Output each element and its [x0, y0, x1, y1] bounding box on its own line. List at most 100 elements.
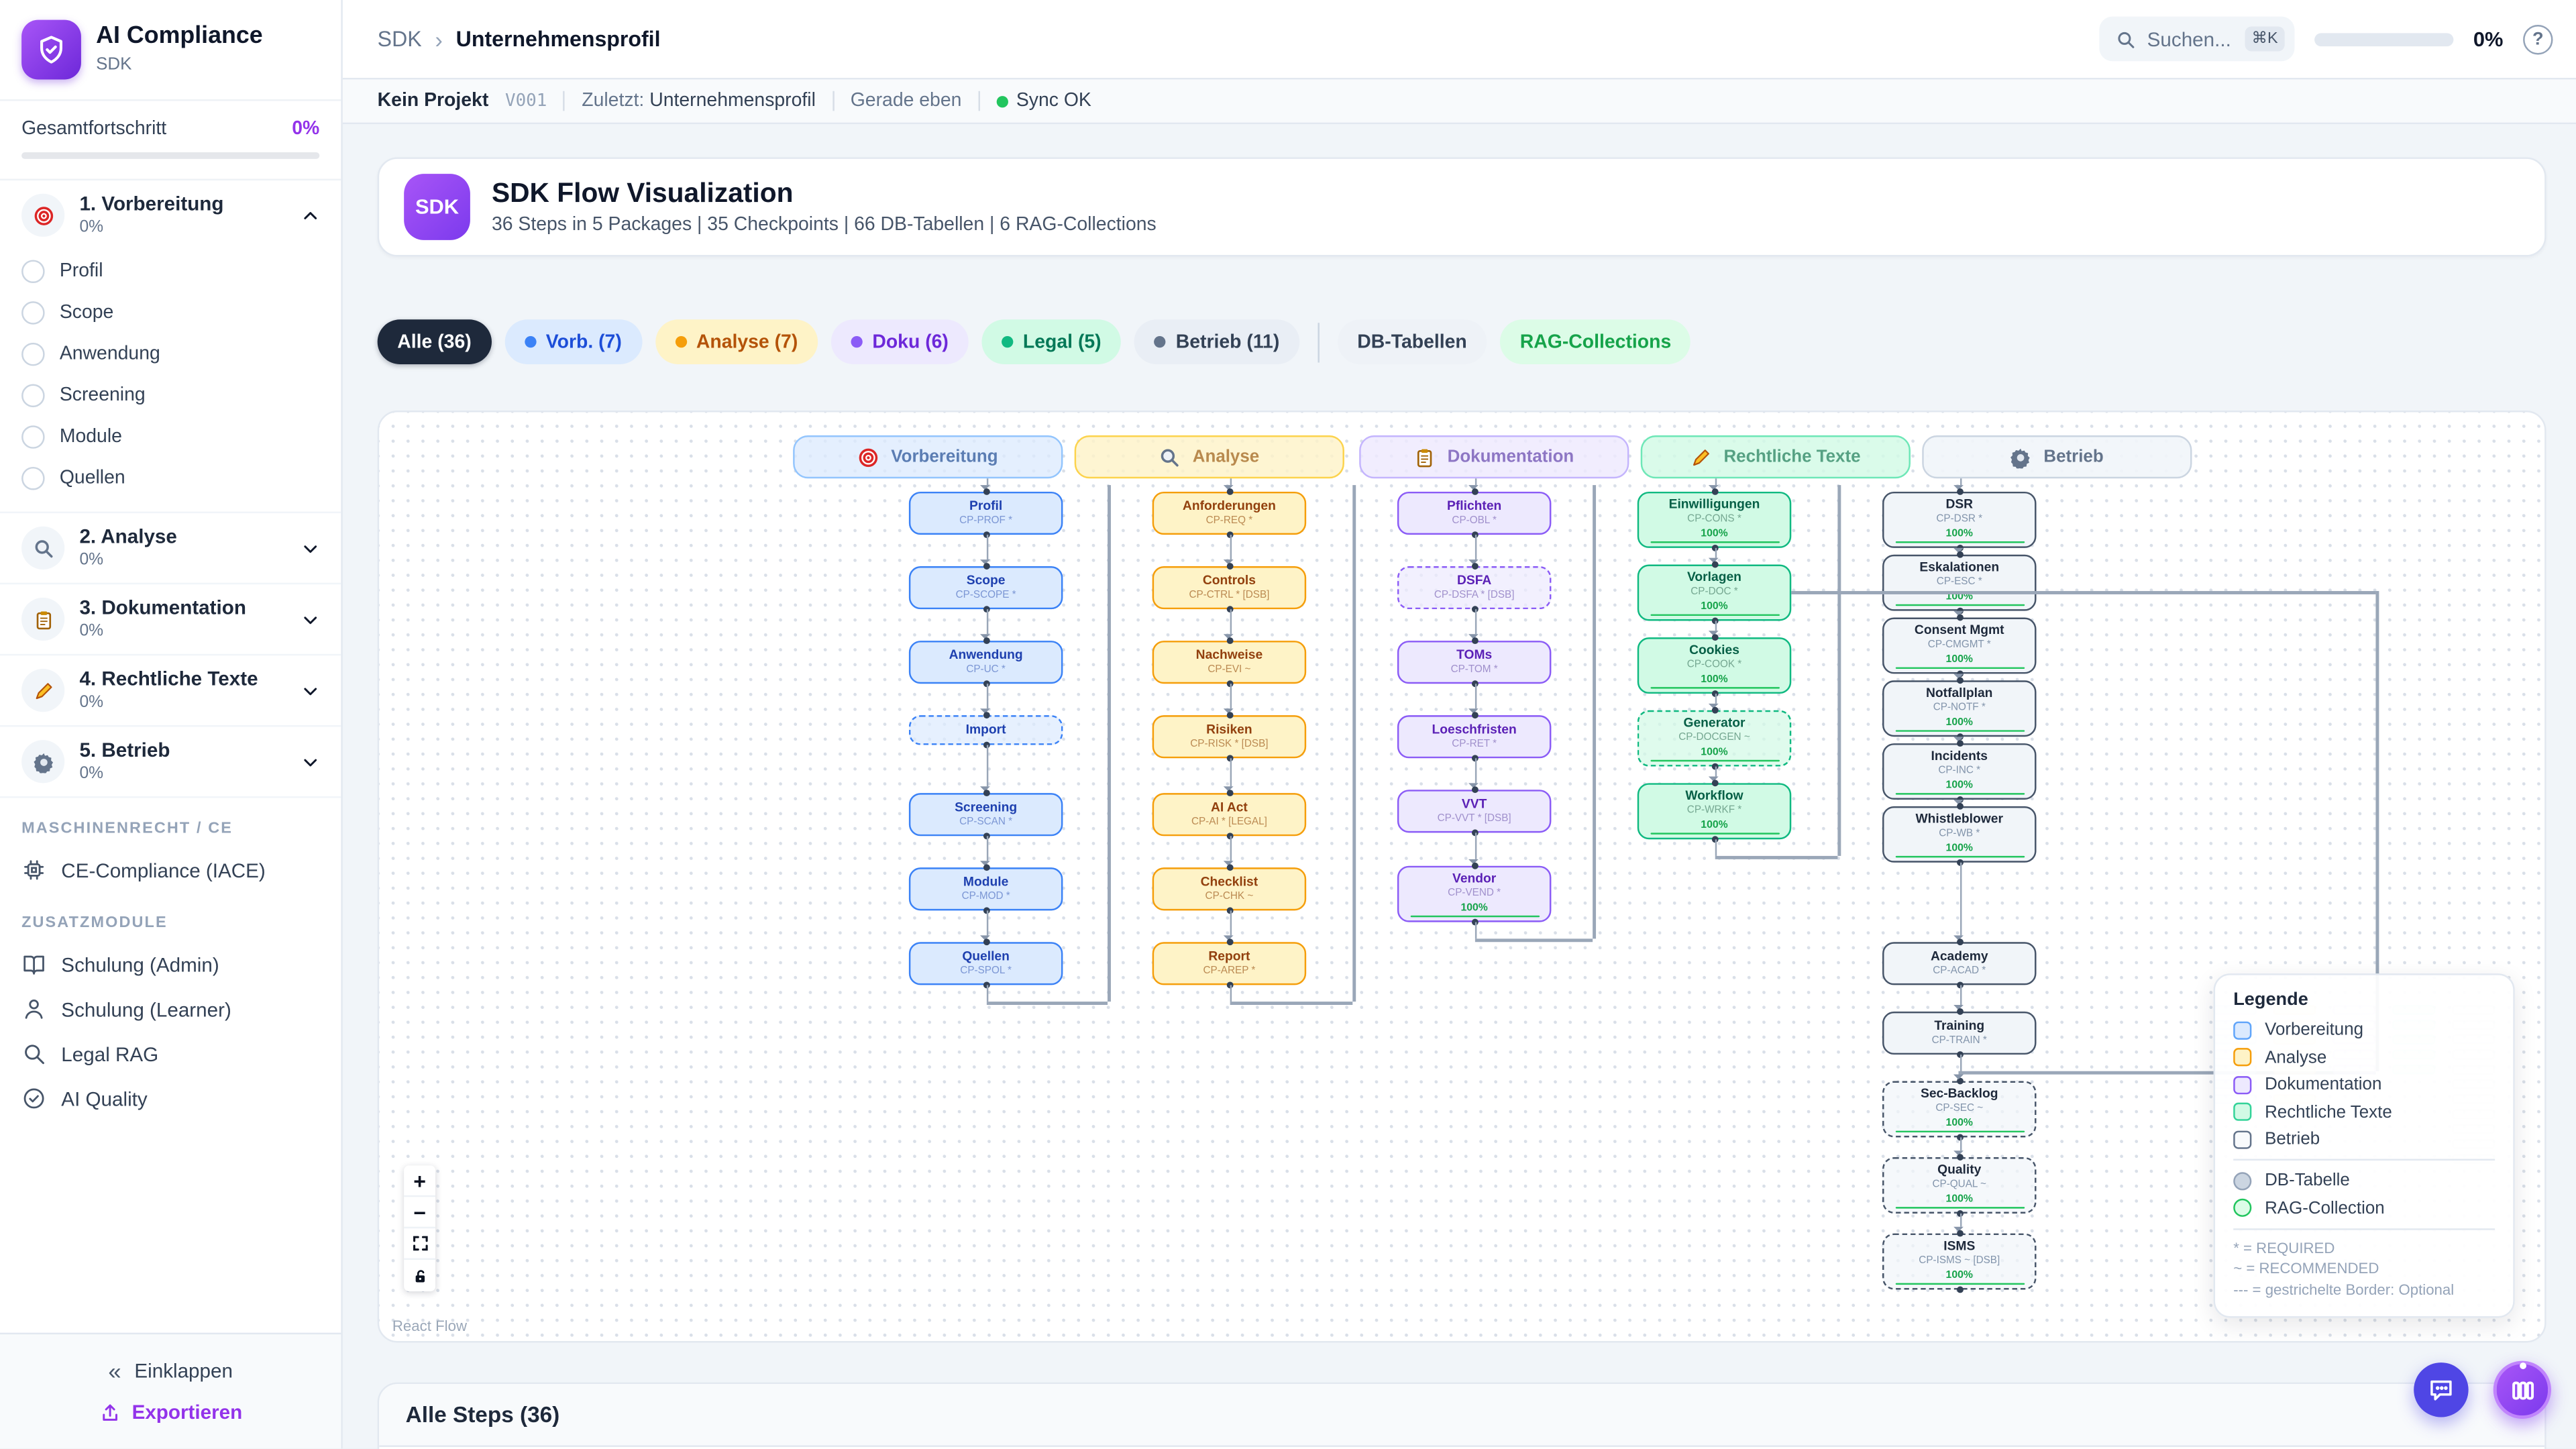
filter-pill-vorb-7-[interactable]: Vorb. (7): [504, 319, 642, 364]
sidebar-item-screening[interactable]: Screening: [0, 374, 341, 416]
flow-control-lock-button[interactable]: [404, 1260, 435, 1291]
sidebar-item-anwendung[interactable]: Anwendung: [0, 333, 341, 374]
package-header-analyse[interactable]: Analyse: [1074, 435, 1344, 479]
flow-edge: [1474, 938, 1593, 942]
breadcrumb-root[interactable]: SDK: [377, 26, 422, 52]
filter-pill-rag-collections[interactable]: RAG-Collections: [1500, 319, 1691, 364]
sidebar-item-profil[interactable]: Profil: [0, 250, 341, 292]
flow-edge: [1229, 478, 1232, 486]
sidebar-item-legal-rag[interactable]: Legal RAG: [0, 1032, 341, 1077]
flow-control-minus-button[interactable]: −: [404, 1197, 436, 1229]
sidebar-item-quellen[interactable]: Quellen: [0, 457, 341, 498]
package-header-label: Vorbereitung: [891, 447, 998, 467]
package-header-dokumentation[interactable]: Dokumentation: [1359, 435, 1629, 479]
flow-edge-arrow: [1468, 559, 1479, 565]
overall-progress-label: Gesamtfortschritt: [21, 119, 167, 140]
node-code: CP-WB *: [1939, 827, 1980, 839]
collapse-sidebar-button[interactable]: « Einklappen: [21, 1353, 319, 1389]
filter-pill-betrieb-11-[interactable]: Betrieb (11): [1134, 319, 1299, 364]
flow-edge: [1229, 609, 1232, 635]
sidebar-item-ce-compliance-iace-[interactable]: CE-Compliance (IACE): [0, 848, 341, 893]
package-header-vorbereitung[interactable]: Vorbereitung: [793, 435, 1063, 479]
sidebar-item-scope[interactable]: Scope: [0, 291, 341, 333]
filter-pill-analyse-7-[interactable]: Analyse (7): [655, 319, 818, 364]
chevron-down-icon[interactable]: [301, 539, 319, 557]
flow-control-fit-view-button[interactable]: [404, 1228, 436, 1260]
flow-node-import[interactable]: Import: [908, 715, 1063, 745]
node-title: Vendor: [1452, 871, 1497, 886]
sidebar-item-module[interactable]: Module: [0, 415, 341, 457]
help-icon[interactable]: ?: [2523, 23, 2553, 54]
filter-pill-db-tabellen[interactable]: DB-Tabellen: [1337, 319, 1487, 364]
flow-edge-arrow: [1468, 783, 1479, 788]
filter-pill-alle-36-[interactable]: Alle (36): [377, 319, 492, 364]
columns-fab-button[interactable]: [2493, 1360, 2552, 1419]
sidebar-item-schulung-learner-[interactable]: Schulung (Learner): [0, 987, 341, 1032]
legend-divider: [2233, 1159, 2496, 1161]
package-header-rechtliche-texte[interactable]: Rechtliche Texte: [1640, 435, 1911, 479]
package-header-betrieb[interactable]: Betrieb: [1922, 435, 2192, 479]
search-input[interactable]: Suchen... ⌘K: [2099, 16, 2295, 62]
chevron-down-icon[interactable]: [301, 682, 319, 700]
flow-control-plus-button[interactable]: +: [404, 1165, 436, 1197]
legend-divider: [2233, 1227, 2496, 1230]
sidebar-item-schulung-admin-[interactable]: Schulung (Admin): [0, 942, 341, 987]
chevron-down-icon[interactable]: [301, 610, 319, 628]
filter-pill-legal-5-[interactable]: Legal (5): [981, 319, 1122, 364]
flow-edge-arrow: [1708, 557, 1719, 564]
step-status-circle-icon: [21, 259, 45, 282]
filter-pill-doku-6-[interactable]: Doku (6): [830, 319, 969, 364]
chat-fab-button[interactable]: [2414, 1362, 2469, 1417]
node-title: Notfallplan: [1926, 685, 1993, 700]
chevron-down-icon[interactable]: [301, 753, 319, 771]
flow-edge: [985, 609, 989, 635]
sidebar-item-ai-quality[interactable]: AI Quality: [0, 1076, 341, 1121]
package-header-label: Betrieb: [2043, 447, 2104, 467]
chevron-up-icon[interactable]: [301, 206, 319, 224]
export-button[interactable]: Exportieren: [21, 1389, 319, 1428]
content-area: SDK SDK Flow Visualization 36 Steps in 5…: [342, 124, 2576, 1449]
node-code: CP-ESC *: [1936, 576, 1982, 588]
